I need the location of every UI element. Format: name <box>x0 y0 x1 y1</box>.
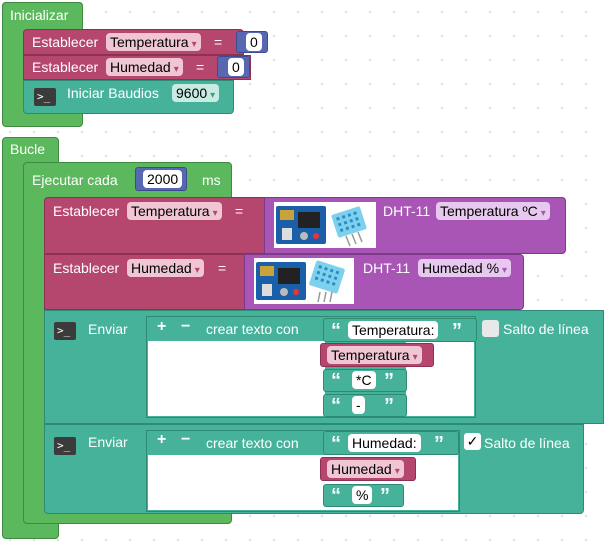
init-temp-var-text: Temperatura <box>110 34 189 50</box>
close-quote-icon: ” <box>452 320 462 342</box>
text-dash[interactable]: - <box>352 396 365 414</box>
newline-checkbox-2[interactable]: ✓ <box>464 433 481 450</box>
every-value[interactable]: 2000 <box>143 170 183 188</box>
dropdown-arrow-icon: ▾ <box>502 265 508 276</box>
dht11-hum-mode-text: Humedad % <box>422 260 500 276</box>
send2-label: Enviar <box>88 434 128 450</box>
var-humedad-dropdown[interactable]: Humedad▾ <box>327 460 404 478</box>
text-percent[interactable]: % <box>352 486 373 504</box>
init-hum-var-dropdown[interactable]: Humedad▾ <box>106 58 183 76</box>
text-block-dash[interactable] <box>323 394 407 417</box>
init-hum-value[interactable]: 0 <box>228 58 244 76</box>
var-humedad-text: Humedad <box>331 461 392 477</box>
plus-button[interactable]: + <box>157 431 167 448</box>
dht11-temp-mode-text: Temperatura ºC <box>440 203 538 219</box>
init-hum-eq: = <box>196 59 205 75</box>
minus-button[interactable]: − <box>181 318 191 335</box>
loop-hum-var-dropdown[interactable]: Humedad▾ <box>127 259 204 277</box>
bucle-title: Bucle <box>10 141 46 157</box>
serial-begin-label: Iniciar Baudios <box>67 85 159 101</box>
terminal-icon: >_ <box>34 88 56 106</box>
dht11-temp-mode-dropdown[interactable]: Temperatura ºC▾ <box>436 202 550 220</box>
loop-temp-var-dropdown[interactable]: Temperatura▾ <box>127 202 222 220</box>
dropdown-arrow-icon: ▾ <box>194 265 200 276</box>
minus-button[interactable]: − <box>181 431 191 448</box>
open-quote-icon: “ <box>331 320 341 342</box>
open-quote-icon: “ <box>331 395 341 417</box>
inicializar-header <box>2 2 83 28</box>
dropdown-arrow-icon: ▾ <box>173 64 179 75</box>
baud-dropdown[interactable]: 9600▾ <box>172 84 220 102</box>
loop-hum-var-text: Humedad <box>131 260 192 276</box>
dht11-hum-mode-dropdown[interactable]: Humedad %▾ <box>418 259 512 277</box>
dht11-sensor-image <box>254 258 354 304</box>
open-quote-icon: “ <box>331 485 341 507</box>
init-temp-var-dropdown[interactable]: Temperatura▾ <box>106 33 201 51</box>
create-text-1-gap <box>148 341 325 416</box>
every-arm <box>24 196 44 514</box>
plus-button[interactable]: + <box>157 318 167 335</box>
text-temperatura-label[interactable]: Temperatura: <box>348 321 439 339</box>
loop-temp-eq: = <box>235 203 244 219</box>
terminal-icon: >_ <box>54 437 76 455</box>
close-quote-icon: ” <box>384 395 394 417</box>
dht11-temp-label: DHT-11 <box>383 203 431 219</box>
open-quote-icon: “ <box>331 370 341 392</box>
init-set-hum-label: Establecer <box>32 59 99 75</box>
loop-hum-eq: = <box>218 260 227 276</box>
create-text-label: crear texto con <box>206 435 299 451</box>
baud-value: 9600 <box>176 85 208 101</box>
create-text-label: crear texto con <box>206 321 299 337</box>
newline-label-1: Salto de línea <box>503 321 589 337</box>
inicializar-title: Inicializar <box>10 7 69 23</box>
every-unit: ms <box>202 172 221 188</box>
var-temperatura-dropdown[interactable]: Temperatura▾ <box>327 346 422 364</box>
inicializar-arm <box>3 27 21 119</box>
text-celsius[interactable]: *C <box>352 371 376 389</box>
loop-set-temp-label: Establecer <box>53 203 120 219</box>
dropdown-arrow-icon: ▾ <box>212 208 218 219</box>
var-temperatura-text: Temperatura <box>331 347 410 363</box>
dht11-hum-label: DHT-11 <box>363 260 411 276</box>
init-temp-value[interactable]: 0 <box>246 33 262 51</box>
init-set-temp-label: Establecer <box>32 34 99 50</box>
dropdown-arrow-icon: ▾ <box>540 208 546 219</box>
close-quote-icon: ” <box>380 485 390 507</box>
close-quote-icon: ” <box>384 370 394 392</box>
text-humedad-label[interactable]: Humedad: <box>348 434 421 452</box>
dropdown-arrow-icon: ▾ <box>394 466 400 477</box>
loop-set-hum-label: Establecer <box>53 260 120 276</box>
open-quote-icon: “ <box>331 433 341 455</box>
init-temp-eq: = <box>214 34 223 50</box>
loop-temp-var-text: Temperatura <box>131 203 210 219</box>
send1-label: Enviar <box>88 321 128 337</box>
dropdown-arrow-icon: ▾ <box>210 90 216 101</box>
close-quote-icon: ” <box>434 433 444 455</box>
terminal-icon: >_ <box>54 322 76 340</box>
newline-checkbox-1[interactable] <box>482 320 499 337</box>
dropdown-arrow-icon: ▾ <box>412 352 418 363</box>
init-hum-var-text: Humedad <box>110 59 171 75</box>
newline-label-2: Salto de línea <box>484 435 570 451</box>
dropdown-arrow-icon: ▾ <box>191 39 197 50</box>
dht11-sensor-image <box>274 202 376 248</box>
every-label: Ejecutar cada <box>32 172 118 188</box>
